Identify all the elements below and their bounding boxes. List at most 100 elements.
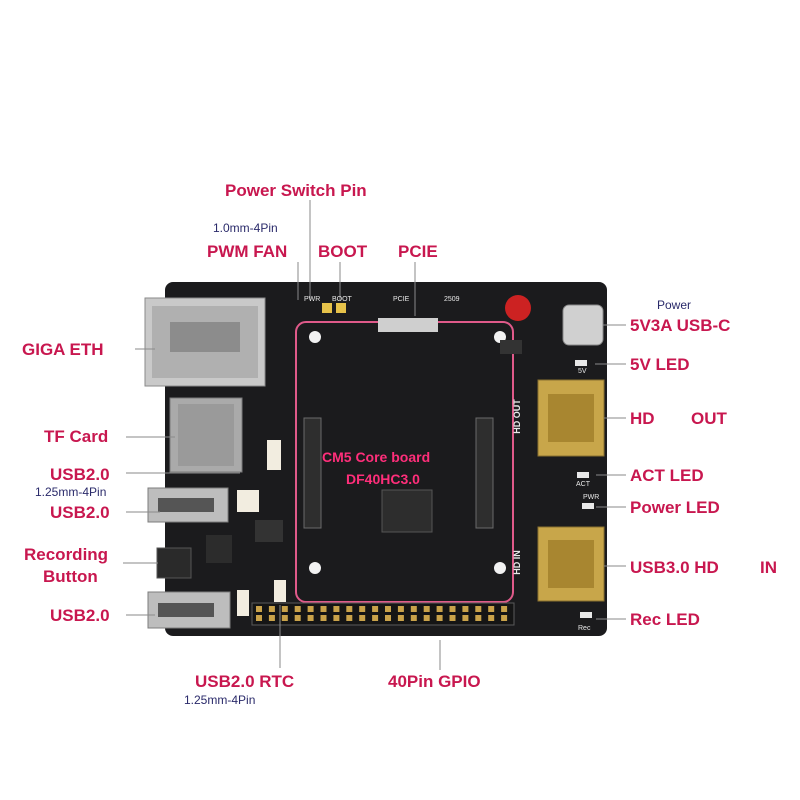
label-power-switch-pin: Power Switch Pin — [225, 181, 367, 200]
silk-date: 2509 — [444, 296, 460, 303]
gpio-pin — [372, 615, 379, 621]
recording-button — [156, 547, 192, 579]
label-rec-led: Rec LED — [630, 610, 700, 629]
gpio-pin — [333, 615, 340, 621]
label-pwm-fan: PWM FAN — [207, 242, 288, 261]
gpio-pin — [359, 606, 366, 612]
label-usb20-top: USB2.0 — [50, 465, 110, 484]
usb-c-port — [562, 304, 604, 346]
gpio-header — [251, 602, 515, 626]
b2b-connector-right — [475, 417, 494, 529]
gpio-pin — [501, 606, 508, 612]
label-usb20-top-spec: 1.25mm-4Pin — [35, 485, 107, 499]
gpio-pin — [410, 606, 417, 612]
gpio-pin — [385, 606, 391, 612]
gpio-pin — [372, 606, 379, 612]
leader-lines — [123, 200, 626, 670]
label-hd-out-1: HD — [630, 409, 655, 428]
core-board-model: DF40HC3.0 — [346, 471, 420, 487]
usb-rtc-header — [274, 580, 286, 602]
led-5v — [575, 360, 587, 366]
label-usb-c: 5V3A USB-C — [630, 316, 731, 335]
gpio-pin — [475, 615, 482, 621]
gpio-pin — [346, 606, 353, 612]
gpio-pin — [268, 615, 275, 621]
gpio-pin — [436, 606, 443, 612]
pcie-connector — [378, 318, 438, 332]
core-board-title: CM5 Core board — [322, 449, 431, 465]
gpio-pin — [256, 606, 262, 612]
silk-hd-in: HD IN — [511, 550, 522, 575]
gpio-pin — [488, 606, 495, 612]
pcb-board — [165, 282, 607, 636]
label-power-led: Power LED — [630, 498, 720, 517]
gpio-pin — [294, 606, 301, 612]
fan-connector — [267, 440, 281, 470]
gpio-pin — [423, 615, 430, 621]
gpio-pin — [307, 615, 314, 621]
gpio-pin — [294, 615, 301, 621]
gpio-pin — [320, 615, 327, 621]
label-5v-led: 5V LED — [630, 355, 690, 374]
label-usb20-rtc: USB2.0 RTC — [195, 672, 295, 691]
label-pcie: PCIE — [398, 242, 438, 261]
gpio-pin — [256, 615, 262, 621]
gpio-pin — [281, 615, 288, 621]
gpio-pin — [423, 606, 430, 612]
label-gpio: 40Pin GPIO — [388, 672, 481, 691]
gpio-pin — [281, 606, 288, 612]
gpio-pin — [307, 606, 314, 612]
label-fan-spec: 1.0mm-4Pin — [213, 221, 278, 235]
gpio-pin — [475, 606, 482, 612]
silk-rec: Rec — [578, 625, 591, 632]
led-rec — [580, 612, 592, 618]
silk-pwr: PWR — [304, 296, 321, 303]
rtc-header — [237, 590, 249, 616]
label-recording-2: Button — [43, 567, 98, 586]
mount-hole — [309, 562, 321, 574]
label-hd-in-2: IN — [760, 558, 777, 577]
gpio-pin — [488, 615, 495, 621]
silk-act: ACT — [576, 481, 590, 488]
usb-header — [237, 490, 259, 512]
gpio-pin — [397, 615, 404, 621]
silk-pcie: PCIE — [393, 296, 410, 303]
gpio-pin — [436, 615, 443, 621]
label-hd-in-1: USB3.0 HD — [630, 558, 719, 577]
silk-boot: BOOT — [332, 296, 352, 303]
gpio-pin — [410, 615, 417, 621]
label-giga-eth: GIGA ETH — [22, 340, 104, 359]
mount-hole — [309, 331, 321, 343]
b2b-connector-left — [303, 417, 322, 529]
label-boot: BOOT — [318, 242, 368, 261]
gpio-pin — [462, 606, 469, 612]
gpio-pin — [359, 615, 366, 621]
led-act — [577, 472, 589, 478]
soc-chip — [381, 489, 433, 533]
label-usb20-bottom: USB2.0 — [50, 606, 110, 625]
label-tf-card: TF Card — [44, 427, 109, 446]
led-pwr — [582, 503, 594, 509]
gpio-pin — [385, 615, 391, 621]
gpio-pin — [333, 606, 340, 612]
gpio-pin — [462, 615, 469, 621]
mount-hole — [494, 562, 506, 574]
label-hd-out-2: OUT — [691, 409, 727, 428]
capacitor — [505, 295, 531, 321]
silk-hd-out: HD OUT — [511, 399, 522, 434]
label-power-small: Power — [657, 298, 692, 312]
gpio-pin — [449, 606, 456, 612]
gpio-pin — [346, 615, 353, 621]
silk-5v: 5V — [578, 368, 587, 375]
gpio-pin — [320, 606, 327, 612]
gpio-pin — [268, 606, 275, 612]
gpio-pin — [449, 615, 456, 621]
label-act-led: ACT LED — [630, 466, 704, 485]
boot-header — [336, 303, 346, 313]
power-switch-header — [322, 303, 332, 313]
silk-pwr-led: PWR — [583, 494, 600, 501]
label-usb20-mid: USB2.0 — [50, 503, 110, 522]
label-rtc-spec: 1.25mm-4Pin — [184, 693, 256, 707]
label-recording-1: Recording — [24, 545, 109, 564]
